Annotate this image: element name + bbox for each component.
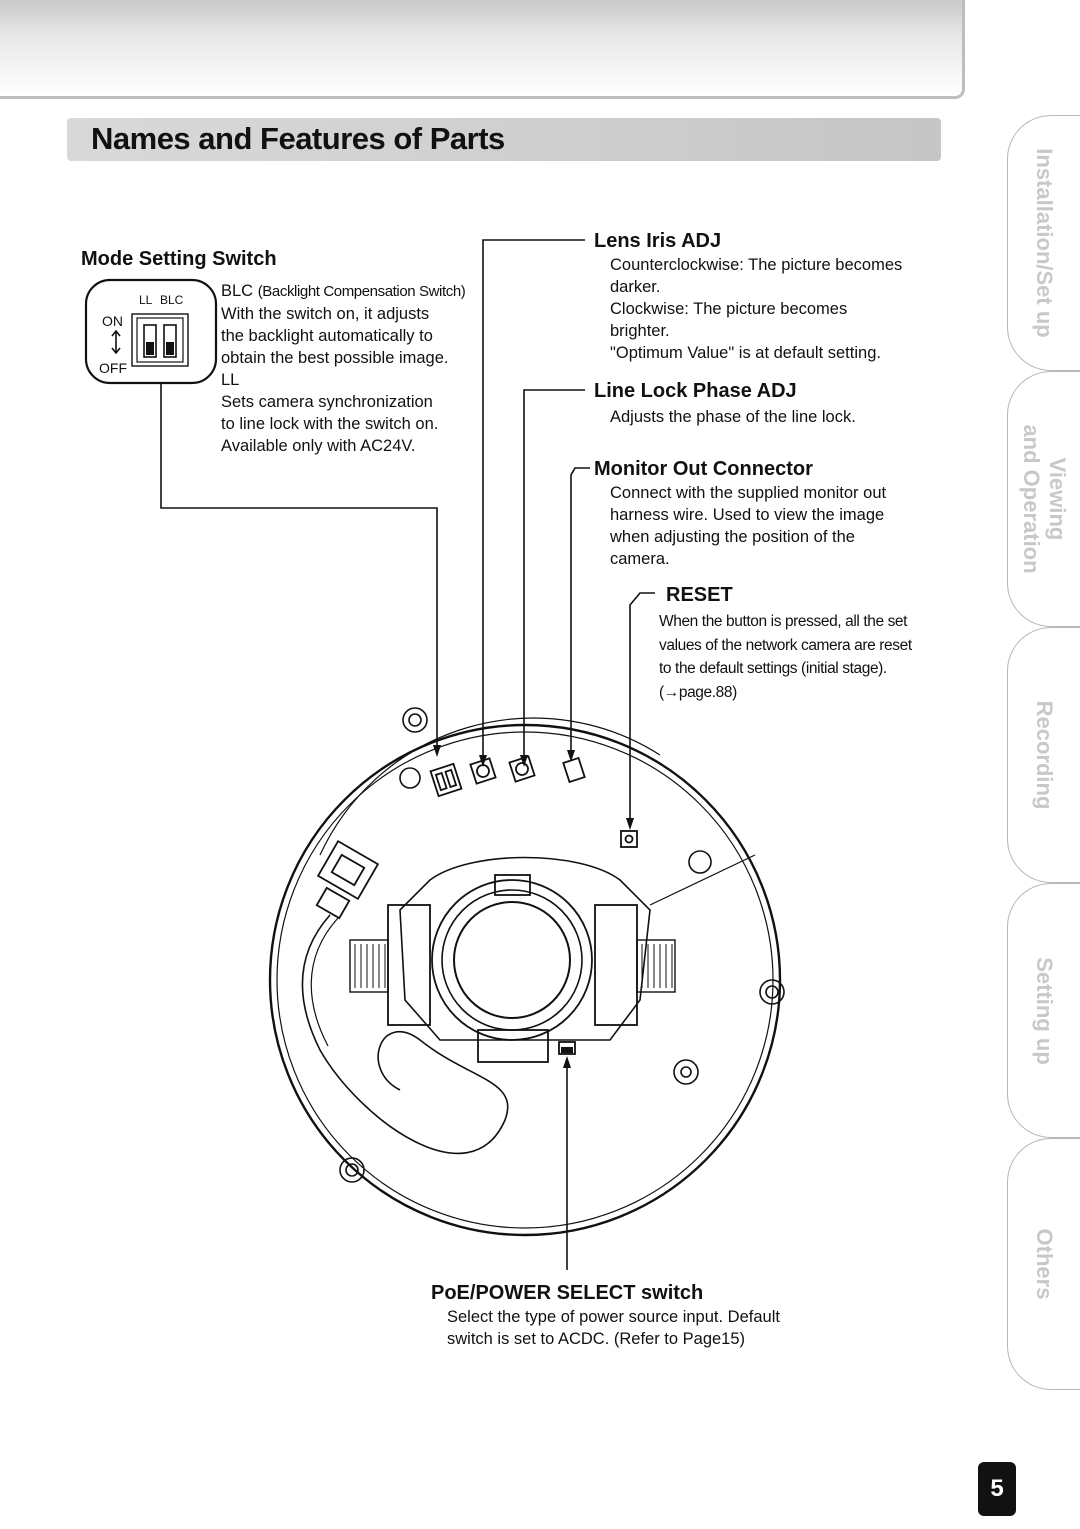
section-tabs: Installation/Set up Viewing and Operatio… xyxy=(1007,115,1080,1390)
lens-iris-desc-line: Counterclockwise: The picture becomes xyxy=(610,256,903,274)
tab-others[interactable]: Others xyxy=(1007,1138,1080,1390)
lens-iris-title: Lens Iris ADJ xyxy=(594,230,722,252)
lens-iris-desc-line: "Optimum Value" is at default setting. xyxy=(610,344,881,362)
mode-switch-leader xyxy=(160,383,438,745)
tab-viewing[interactable]: Viewing and Operation xyxy=(1007,371,1080,627)
blc-full-name: (Backlight Compensation Switch) xyxy=(257,283,466,300)
lens-iris-desc-line: brighter. xyxy=(610,322,670,340)
lens-iris-desc-line: darker. xyxy=(610,278,661,296)
monitor-out-desc-line: when adjusting the position of the xyxy=(610,528,855,546)
tab-setting-up-label: Setting up xyxy=(1032,956,1057,1065)
monitor-out-title: Monitor Out Connector xyxy=(594,458,813,480)
lens-iris-leader xyxy=(482,239,585,755)
reset-desc-line: values of the network camera are reset xyxy=(659,636,912,654)
tab-viewing-line: Viewing xyxy=(1045,457,1070,541)
reset-desc-line: to the default settings (initial stage). xyxy=(659,660,887,677)
header-band xyxy=(0,0,965,99)
reset-description: When the button is pressed, all the set … xyxy=(659,610,912,704)
poe-desc-line: Select the type of power source input. D… xyxy=(447,1308,780,1326)
page-title: Names and Features of Parts xyxy=(91,121,505,156)
title-bar xyxy=(67,118,941,161)
reset-leader xyxy=(629,592,655,818)
ll-name: LL xyxy=(221,371,240,389)
poe-description: Select the type of power source input. D… xyxy=(447,1306,780,1350)
blc-name: BLC xyxy=(221,282,254,300)
reset-desc-line: When the button is pressed, all the set xyxy=(659,613,908,630)
line-lock-title: Line Lock Phase ADJ xyxy=(594,380,797,402)
reset-desc-line: (→page.88) xyxy=(659,683,737,701)
switch-ll-label: LL xyxy=(139,293,153,307)
monitor-out-desc-line: Connect with the supplied monitor out xyxy=(610,484,887,502)
poe-desc-line: switch is set to ACDC. (Refer to Page15) xyxy=(447,1330,746,1348)
tab-viewing-line: and Operation xyxy=(1019,424,1044,574)
tab-setting-up[interactable]: Setting up xyxy=(1007,883,1080,1138)
tab-viewing-label: Viewing and Operation xyxy=(1018,424,1070,573)
ll-desc-line: to line lock with the switch on. xyxy=(221,415,439,433)
blc-desc-line: the backlight automatically to xyxy=(221,327,433,345)
line-lock-description: Adjusts the phase of the line lock. xyxy=(610,406,856,428)
poe-switch xyxy=(558,1041,576,1055)
switch-blc-label: BLC xyxy=(160,293,184,307)
blc-desc-line: With the switch on, it adjusts xyxy=(221,305,430,323)
page-number: 5 xyxy=(978,1462,1016,1516)
camera-diagram: LL BLC ON OFF xyxy=(84,239,785,1270)
ll-desc-line: Available only with AC24V. xyxy=(221,437,416,455)
reset-button xyxy=(620,830,638,848)
monitor-out-leader xyxy=(570,467,590,750)
tab-installation-label: Installation/Set up xyxy=(1032,148,1057,338)
ll-desc-line: Sets camera synchronization xyxy=(221,393,433,411)
tab-others-label: Others xyxy=(1032,1228,1057,1300)
line-lock-desc-line: Adjusts the phase of the line lock. xyxy=(610,408,856,426)
mode-setting-title: Mode Setting Switch xyxy=(81,248,277,270)
tab-recording[interactable]: Recording xyxy=(1007,627,1080,883)
mode-switch-box xyxy=(84,278,218,385)
camera-body xyxy=(268,707,785,1237)
switch-off-label: OFF xyxy=(99,360,127,376)
lens-iris-desc-line: Clockwise: The picture becomes xyxy=(610,300,848,318)
monitor-out-desc-line: camera. xyxy=(610,550,670,568)
switch-on-label: ON xyxy=(102,313,123,329)
monitor-out-desc-line: harness wire. Used to view the image xyxy=(610,506,885,524)
monitor-out-description: Connect with the supplied monitor out ha… xyxy=(610,482,886,570)
lens-iris-description: Counterclockwise: The picture becomes da… xyxy=(610,254,902,364)
blc-desc-line: obtain the best possible image. xyxy=(221,349,449,367)
line-lock-leader xyxy=(523,389,585,755)
mode-setting-description: BLC (Backlight Compensation Switch) With… xyxy=(221,280,491,457)
tab-installation[interactable]: Installation/Set up xyxy=(1007,115,1080,371)
reset-title: RESET xyxy=(666,584,733,606)
poe-title: PoE/POWER SELECT switch xyxy=(431,1282,704,1304)
tab-recording-label: Recording xyxy=(1032,700,1057,810)
